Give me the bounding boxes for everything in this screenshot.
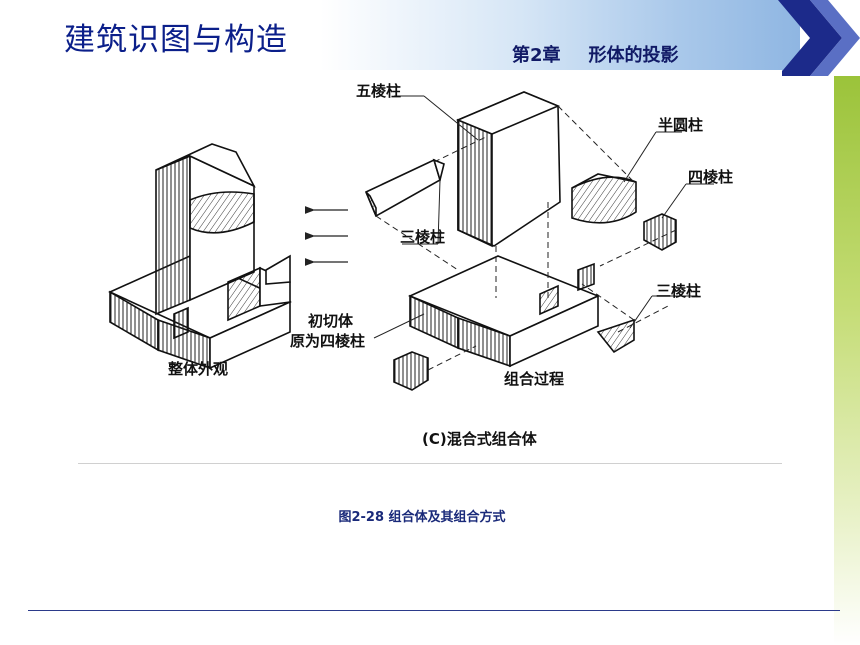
label-triangular-prism-upper: 三棱柱 — [400, 228, 445, 246]
figure-divider — [78, 463, 782, 464]
chapter-title: 形体的投影 — [588, 45, 679, 66]
label-initial-cut-line1: 初切体 — [308, 312, 354, 330]
figure-subcaption: (C)混合式组合体 — [422, 430, 538, 448]
chapter-heading: 第2章 形体的投影 — [512, 41, 679, 67]
header-band — [0, 0, 800, 76]
label-pentagonal-prism: 五棱柱 — [356, 82, 401, 100]
label-triangular-prism-lower: 三棱柱 — [656, 282, 701, 300]
footer-rule — [28, 610, 840, 611]
slide-title: 建筑识图与构造 — [64, 22, 288, 58]
exploded-parts — [364, 91, 677, 391]
leader-lines — [373, 95, 714, 339]
label-overall-view: 整体外观 — [168, 360, 228, 378]
assembly-guides — [375, 105, 677, 371]
chapter-number: 第2章 — [512, 45, 561, 66]
assembled-body — [108, 143, 292, 370]
figure-caption: 图2-28 组合体及其组合方式 — [0, 506, 860, 525]
direction-arrows — [304, 206, 348, 266]
label-initial-cut-line2: 原为四棱柱 — [290, 332, 365, 350]
label-square-prism: 四棱柱 — [688, 168, 733, 186]
combination-drawing: 五棱柱 半圆柱 四棱柱 三棱柱 三棱柱 初切体 原为四棱柱 整体外观 组合过程 … — [108, 82, 733, 448]
label-half-cylinder: 半圆柱 — [658, 116, 703, 134]
figure-caption-text: 图2-28 组合体及其组合方式 — [338, 510, 506, 525]
figure-panel: 五棱柱 半圆柱 四棱柱 三棱柱 三棱柱 初切体 原为四棱柱 整体外观 组合过程 … — [78, 70, 782, 464]
label-combination-process: 组合过程 — [504, 370, 564, 388]
accent-side-bar — [834, 76, 860, 645]
chevron-icon — [778, 0, 860, 76]
